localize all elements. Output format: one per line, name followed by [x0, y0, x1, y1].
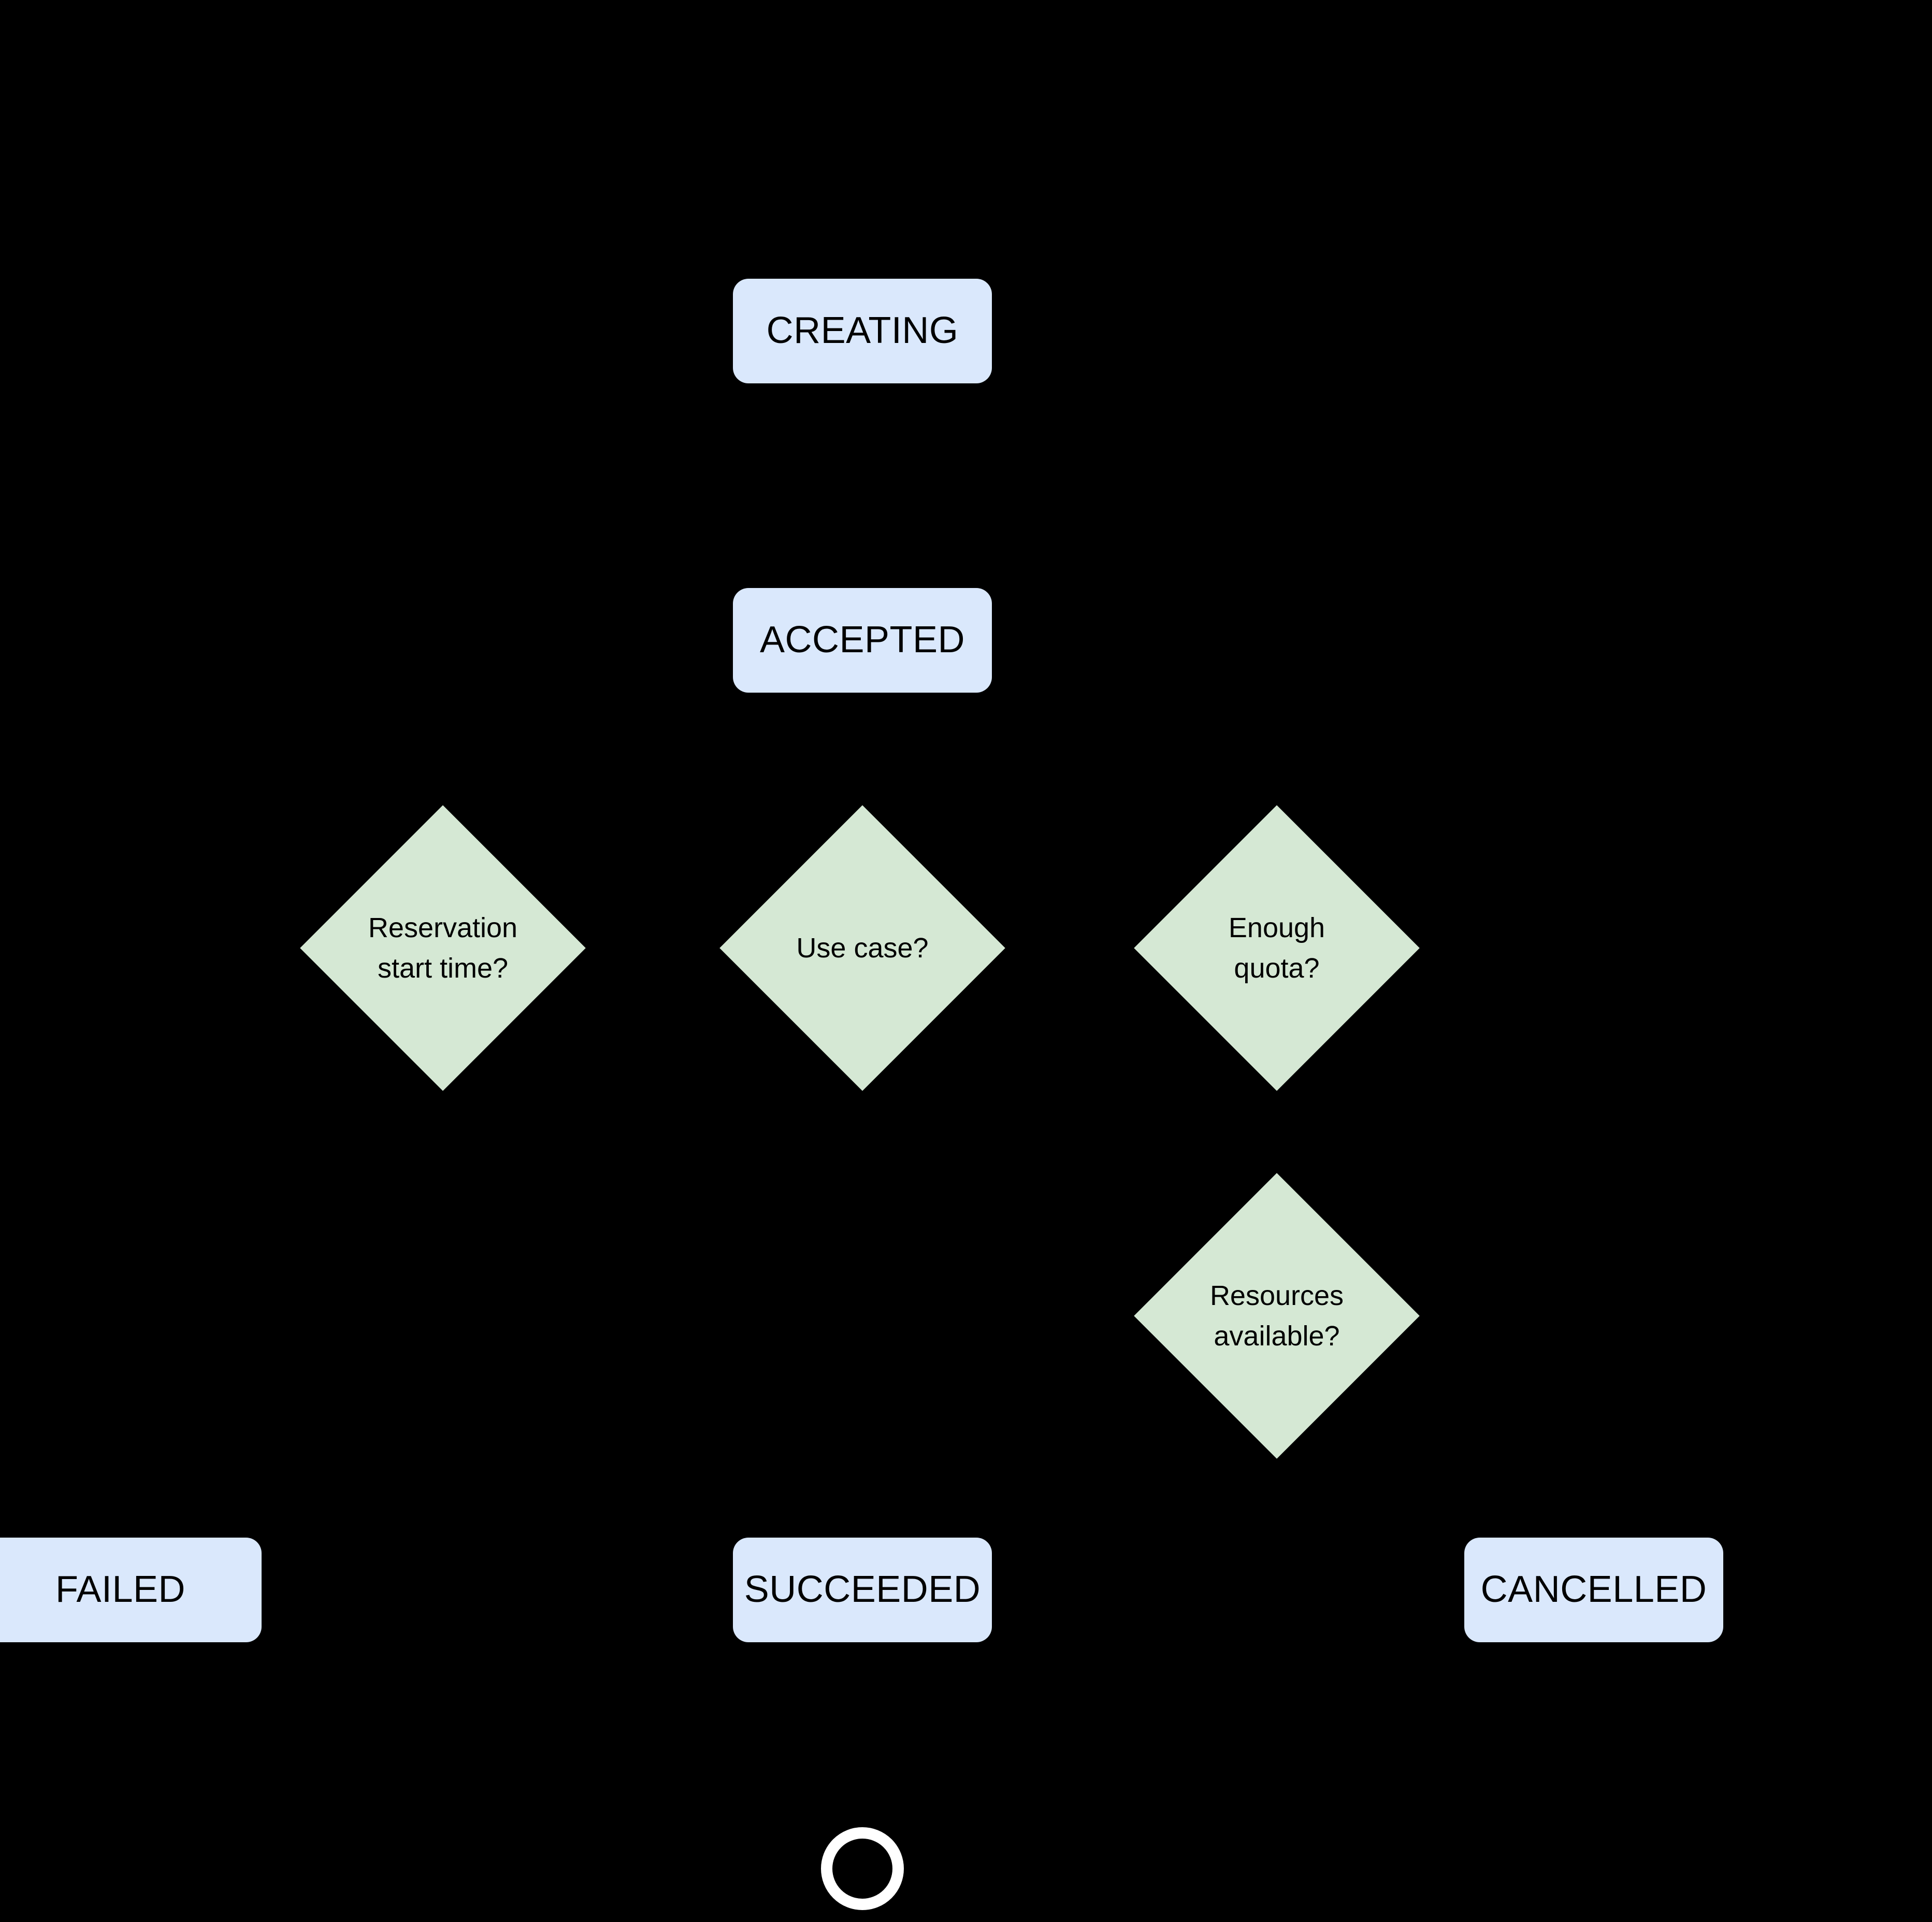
diamond-shape: [719, 805, 1005, 1091]
decision-node-resources-available[interactable]: Resources available?: [1134, 1173, 1420, 1459]
decision-node-use-case[interactable]: Use case?: [719, 805, 1005, 1091]
state-node-succeeded[interactable]: SUCCEEDED: [733, 1538, 992, 1642]
state-node-failed[interactable]: FAILED: [0, 1538, 262, 1642]
diamond-shape: [1134, 1173, 1420, 1459]
diamond-shape: [300, 805, 586, 1091]
state-label-succeeded: SUCCEEDED: [744, 1569, 981, 1611]
decision-node-reservation-start-time[interactable]: Reservation start time?: [300, 805, 586, 1091]
state-label-failed: FAILED: [55, 1569, 186, 1611]
terminal-end-node[interactable]: [821, 1827, 904, 1910]
state-node-accepted[interactable]: ACCEPTED: [733, 588, 992, 693]
state-label-cancelled: CANCELLED: [1480, 1569, 1707, 1611]
edge-reservation-start-time-to-failed: [94, 1049, 445, 1543]
decision-node-enough-quota[interactable]: Enough quota?: [1134, 805, 1420, 1091]
state-label-accepted: ACCEPTED: [759, 619, 965, 661]
state-label-creating: CREATING: [766, 310, 959, 352]
state-node-creating[interactable]: CREATING: [733, 279, 992, 383]
diamond-shape: [1134, 805, 1420, 1091]
state-node-cancelled[interactable]: CANCELLED: [1464, 1538, 1723, 1642]
edge-resources-available-to-cancelled: [1274, 1419, 1620, 1543]
